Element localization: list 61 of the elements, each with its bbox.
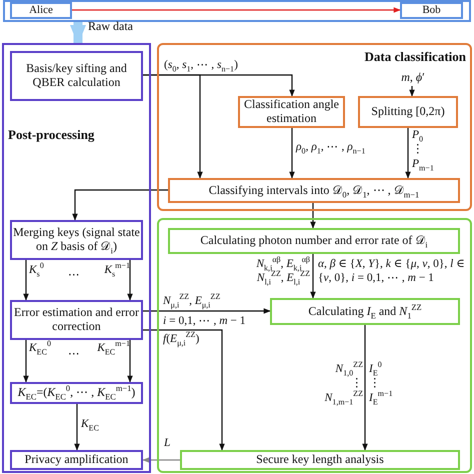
process-box [10,382,143,404]
section-panel [157,43,472,211]
arrow [23,340,29,383]
arrow [143,74,203,179]
process-box [400,2,463,19]
arrow [143,308,271,314]
math-label: α, β ∈ {X, Y}, k ∈ {μ, ν, 0}, l ∈ {ν, 0}, i = 0,1, ⋯ , m − 1 [318,257,466,286]
arrow [409,86,415,97]
arrow [310,203,316,229]
arrow [143,329,225,451]
box-text: Classification angle estimation [243,98,340,126]
edge-label: Raw data [88,20,134,34]
edge-label: f(E$_{μ,i}$$^{ZZ}$) [163,333,200,346]
math-label: i = 0,1, ⋯ , m − 1 [163,314,247,328]
box-text: Basis/key sifting and QBER calculation [25,62,128,90]
arrow [289,128,295,179]
box-text: Splitting [0,2π) [371,105,445,119]
arrow [127,260,133,301]
arrow [310,254,316,299]
box-text: Error estimation and error correction [13,306,140,334]
box-text: Calculating photon number and error rate of 𝒟$_{i}$ [200,234,428,248]
section-heading: Data classification [364,50,466,64]
math-label: ⋯ [67,347,81,362]
process-box [10,220,143,260]
process-box [10,51,143,101]
box-text: Merging keys (signal state on Z basis of 𝒟$_{i}$) [12,226,141,254]
edge-label: L [164,437,172,450]
box-text: Bob [422,4,441,17]
process-box [10,450,143,470]
arrow [127,340,133,383]
section-panel [3,0,471,22]
process-box [168,178,460,203]
box-text: Secure key length analysis [256,453,384,467]
arrow [142,457,180,463]
arrow [72,7,401,13]
section-panel [2,43,151,473]
section-panel [157,218,472,473]
edge-label: P$_{0}$ ⋮ P$_{m−1}$ [412,128,435,172]
process-box [358,96,458,128]
process-box [168,228,460,254]
arrow [72,189,168,221]
edge-label: (s$_{0}$, s$_{1}$, ⋯ , s$_{n−1}$) [164,59,239,72]
box-text: Classifying intervals into 𝒟$_{0}$, 𝒟$_{1}$, ⋯ , 𝒟$_{m−1}$ [208,184,420,198]
block-arrow [70,22,86,45]
edge-label: ρ$_{0}$, ρ$_{1}$, ⋯ , ρ$_{n−1}$ [296,141,366,154]
box-text: Privacy amplification [24,453,128,467]
arrow [405,128,411,179]
parameter-label: m, ϕ′ [392,70,434,86]
arrow [23,260,29,301]
box-text: K$_{EC}$=(K$_{EC}$$^{0}$, ⋯ , K$_{EC}$$^{m−1}$) [18,386,136,400]
process-box [238,96,345,128]
process-box [270,298,460,325]
arrow [362,325,368,451]
process-box [10,2,72,19]
arrow [74,404,80,451]
math-label: ⋯ [67,268,81,282]
process-box [10,300,143,340]
process-box [180,450,460,470]
section-heading: Post-processing [8,128,96,142]
box-text: Alice [29,4,53,17]
edge-label: K$_{EC}$ [81,418,100,431]
